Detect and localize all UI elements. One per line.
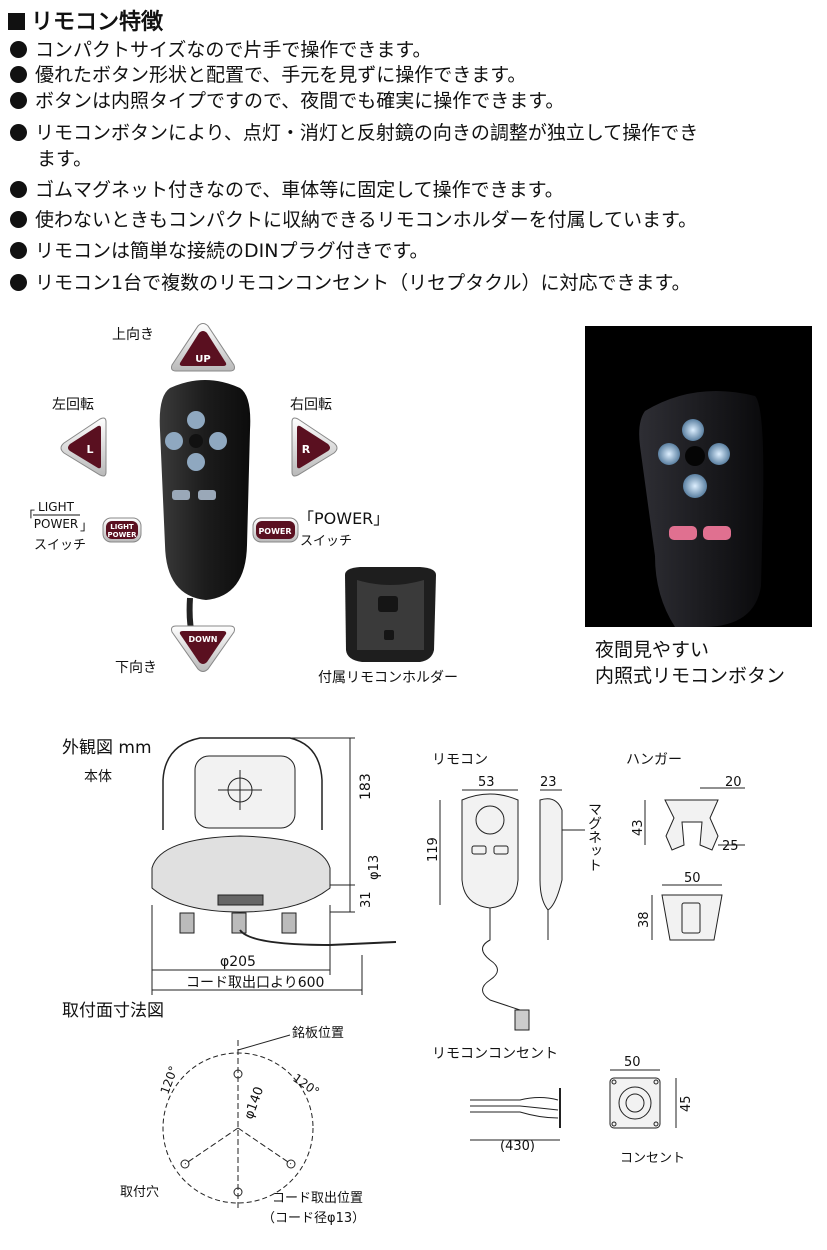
power-button-icon <box>252 517 299 543</box>
dim-13: φ13 <box>367 855 382 880</box>
dim-23: 23 <box>540 775 557 790</box>
dim-25: 25 <box>722 839 739 854</box>
power-label: 「POWER」 <box>298 509 389 528</box>
body-label: 本体 <box>84 769 112 785</box>
mount-title: 取付面寸法図 <box>62 1001 164 1021</box>
feature-item: リモコンボタンにより、点灯・消灯と反射鏡の向きの調整が独立して操作でき <box>10 121 698 145</box>
bullet-icon <box>10 124 27 141</box>
dim-20: 20 <box>725 775 742 790</box>
right-direction-label: 右回転 <box>290 397 332 413</box>
dim-140: φ140 <box>242 1085 268 1122</box>
remote-drawing <box>461 793 585 1031</box>
light-bracket-close-icon: 」 <box>80 519 93 534</box>
cord-position-label: コード取出位置 <box>272 1191 363 1206</box>
bullet-icon <box>10 66 27 83</box>
dim-45: 45 <box>679 1095 694 1112</box>
dim-600: コード取出口より600 <box>186 975 324 991</box>
up-direction-label: 上向き <box>112 327 154 343</box>
down-arrow-icon <box>171 625 235 672</box>
mount-hole-label: 取付穴 <box>120 1185 159 1200</box>
dim-31: 31 <box>359 891 374 908</box>
nameplate-label: 銘板位置 <box>292 1026 344 1041</box>
remote-holder-image <box>345 567 436 662</box>
left-arrow-icon <box>60 417 107 477</box>
bullet-icon <box>10 242 27 259</box>
up-button-label: UP <box>195 354 210 365</box>
section-heading: リモコン特徴 <box>8 4 163 36</box>
feature-item: リモコン1台で複数のリモコンコンセント（リセプタクル）に対応できます。 <box>10 271 691 295</box>
night-caption-line1: 夜間見やすい <box>595 639 710 661</box>
light-switch-label: スイッチ <box>34 538 86 553</box>
holder-caption: 付属リモコンホルダー <box>318 670 458 686</box>
light-bracket-open-icon: 「 <box>22 510 35 525</box>
angle-120-left: 120° <box>158 1064 181 1096</box>
remote-body <box>159 380 251 647</box>
feature-item: 使わないときもコンパクトに収納できるリモコンホルダーを付属しています。 <box>10 208 697 232</box>
light-btn-bottom: POWER <box>108 531 138 539</box>
bullet-icon <box>10 41 27 58</box>
light-label-bottom: POWER <box>34 517 78 531</box>
outline-title: 外観図 mm <box>62 738 152 758</box>
power-switch-label: スイッチ <box>300 534 352 549</box>
feature-item: 優れたボタン形状と配置で、手元を見ずに操作できます。 <box>10 63 526 87</box>
angle-120-right: 120° <box>290 1071 322 1099</box>
square-bullet-icon <box>8 13 25 30</box>
outlet-label: コンセント <box>620 1151 685 1166</box>
dim-50-hanger: 50 <box>684 871 701 886</box>
night-caption-line2: 内照式リモコンボタン <box>595 665 786 687</box>
light-power-button-icon <box>102 517 142 543</box>
left-button-label: L <box>86 443 93 456</box>
feature-item: コンパクトサイズなので片手で操作できます。 <box>10 38 432 62</box>
outlet-drawing <box>470 1077 661 1141</box>
dimension-drawings: 外観図 mm 本体 183 31 φ13 φ205 コード取出口より600 リモ… <box>62 737 745 1226</box>
remote-drawing-title: リモコン <box>432 752 488 768</box>
mount-drawing <box>162 1034 314 1210</box>
light-btn-top: LIGHT <box>110 523 134 531</box>
dim-53: 53 <box>478 775 495 790</box>
feature-item: ボタンは内照タイプですので、夜間でも確実に操作できます。 <box>10 89 564 113</box>
magnet-label: マグネット <box>586 802 602 872</box>
feature-item: ゴムマグネット付きなので、車体等に固定して操作できます。 <box>10 178 564 202</box>
dim-430: (430) <box>500 1139 535 1154</box>
feature-item: リモコンは簡単な接続のDINプラグ付きです。 <box>10 239 429 263</box>
bullet-icon <box>10 181 27 198</box>
right-button-label: R <box>302 443 311 456</box>
left-direction-label: 左回転 <box>52 397 94 413</box>
main-body-drawing <box>151 737 397 947</box>
power-btn-label: POWER <box>258 527 291 536</box>
right-arrow-icon <box>291 417 338 477</box>
remote-illustration: UP 上向き L 左回転 R 右回転 「 LIGHT POWER 」 スイッチ … <box>22 323 458 686</box>
hanger-title: ハンガー <box>626 752 682 768</box>
down-button-label: DOWN <box>189 635 218 644</box>
cord-diameter-label: （コード径φ13） <box>262 1211 365 1226</box>
dim-38: 38 <box>637 911 652 928</box>
dim-43: 43 <box>631 819 646 836</box>
bullet-icon <box>10 211 27 228</box>
bullet-icon <box>10 92 27 109</box>
up-arrow-icon <box>171 323 235 372</box>
dim-119: 119 <box>426 837 441 862</box>
hanger-drawing <box>661 799 723 941</box>
outlet-title: リモコンコンセント <box>432 1046 558 1062</box>
light-label-top: LIGHT <box>38 500 75 514</box>
night-photo <box>585 326 812 627</box>
feature-item-continuation: ます。 <box>37 148 93 170</box>
bullet-icon <box>10 274 27 291</box>
dim-205: φ205 <box>220 954 256 970</box>
down-direction-label: 下向き <box>115 660 157 676</box>
dim-50-outlet: 50 <box>624 1055 641 1070</box>
dim-183: 183 <box>358 773 374 800</box>
